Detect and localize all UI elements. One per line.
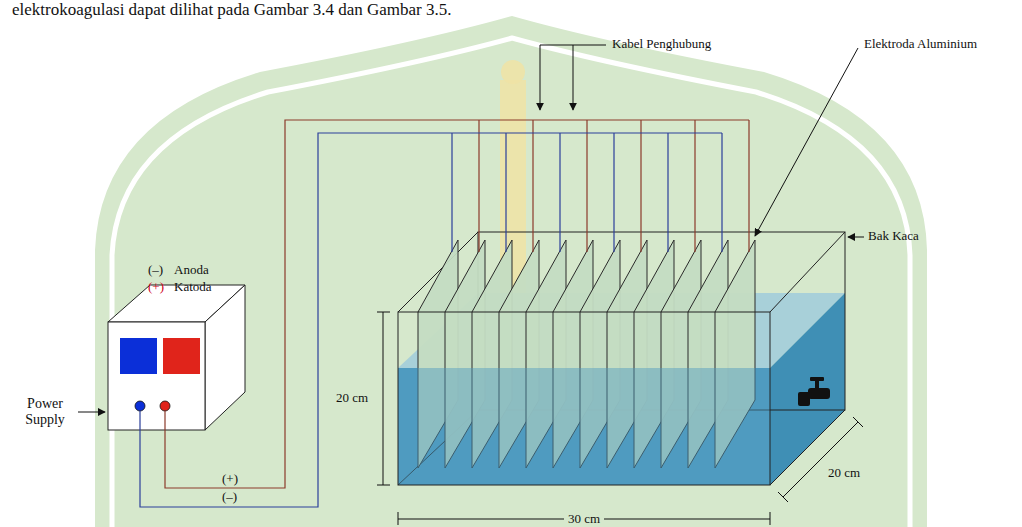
dimension-lines <box>377 312 863 525</box>
glass-tank-back <box>398 232 845 485</box>
leader-line <box>540 45 606 110</box>
polarity-symbol: (–) <box>222 490 237 505</box>
polarity-symbol: (–) <box>148 263 163 278</box>
positive-wire <box>165 120 749 488</box>
faucet-spout <box>798 392 810 406</box>
dimension-label: 20 cm <box>828 466 860 481</box>
faucet-stem <box>815 380 819 389</box>
positive-terminal <box>160 401 170 411</box>
part-label: Bak Kaca <box>868 229 919 244</box>
water-front-overlay <box>398 368 770 485</box>
tank-edge <box>770 232 845 312</box>
power-supply-side <box>205 285 245 430</box>
watermark-dome <box>95 16 927 527</box>
watermark-minaret-top <box>501 60 525 84</box>
legend-text: Katoda <box>174 280 212 295</box>
dimension-label: 30 cm <box>564 512 604 527</box>
dimension-line <box>377 312 390 485</box>
faucet <box>798 377 830 406</box>
leader-line <box>755 48 858 236</box>
glass-tank-front <box>398 232 845 485</box>
watermark <box>95 16 927 527</box>
watermark-outline <box>112 38 910 527</box>
polarity-symbol: (+) <box>148 280 164 295</box>
negative-terminal <box>135 401 145 411</box>
leader-line <box>573 45 574 110</box>
leader-lines <box>78 45 864 412</box>
legend-text: Anoda <box>174 263 209 278</box>
part-label: Power Supply <box>14 396 76 428</box>
leader-line <box>78 412 105 413</box>
power-supply <box>108 285 245 430</box>
body-text: elektrokoagulasi dapat dilihat pada Gamb… <box>12 0 452 20</box>
power-supply-front <box>108 322 205 430</box>
leader-line <box>848 237 864 238</box>
positive-panel <box>163 338 200 374</box>
tank-front-face <box>398 312 770 485</box>
negative-wire <box>140 133 722 507</box>
negative-panel <box>120 338 157 374</box>
faucet-body <box>808 388 830 399</box>
connecting-wires <box>140 120 749 507</box>
water-front <box>398 368 770 485</box>
faucet-handle <box>810 377 824 381</box>
part-label: Kabel Penghubung <box>612 37 711 52</box>
dimension-line <box>778 417 863 502</box>
dimension-label: 20 cm <box>336 391 368 406</box>
polarity-symbol: (+) <box>222 472 238 487</box>
part-label: Elektroda Aluminium <box>864 37 977 52</box>
water-side <box>770 293 845 485</box>
